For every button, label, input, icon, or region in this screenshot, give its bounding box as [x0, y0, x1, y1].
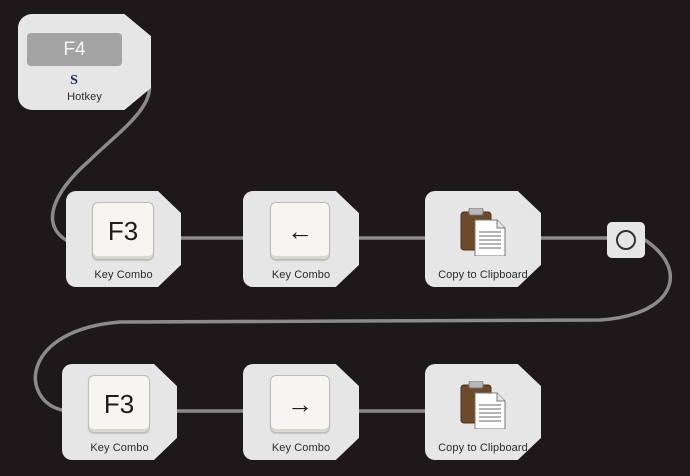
- node-label: Copy to Clipboard: [438, 269, 528, 281]
- wire-port-to-row2: [33, 238, 673, 412]
- node-label: Key Combo: [90, 442, 149, 454]
- key-combo-node[interactable]: F3 Key Combo: [62, 364, 177, 460]
- keycap-f3: F3: [92, 202, 154, 260]
- copy-to-clipboard-node[interactable]: Copy to Clipboard: [425, 364, 541, 460]
- node-label: Key Combo: [271, 269, 331, 281]
- key-combo-node[interactable]: ← Key Combo: [243, 191, 359, 287]
- clipboard-icon: [460, 381, 506, 429]
- hotkey-field[interactable]: F4: [27, 33, 122, 66]
- node-label: Key Combo: [94, 269, 153, 281]
- output-port[interactable]: [607, 222, 645, 258]
- svg-text:S: S: [70, 73, 78, 87]
- keycap-f3: F3: [88, 375, 150, 433]
- key-combo-node[interactable]: → Key Combo: [243, 364, 359, 460]
- node-label: Key Combo: [271, 442, 331, 454]
- clipboard-icon: [460, 208, 506, 256]
- hotkey-trigger-node[interactable]: F4 S Hotkey: [18, 14, 151, 110]
- keyboard-maestro-s-icon: S: [67, 71, 81, 87]
- hotkey-label: Hotkey: [67, 91, 102, 103]
- copy-to-clipboard-node[interactable]: Copy to Clipboard: [425, 191, 541, 287]
- keycap-left-arrow: ←: [270, 202, 330, 260]
- node-label: Copy to Clipboard: [438, 442, 528, 454]
- keycap-right-arrow: →: [270, 375, 330, 433]
- circle-output-icon: [616, 230, 636, 250]
- key-combo-node[interactable]: F3 Key Combo: [66, 191, 181, 287]
- wire-trigger-to-f3: [50, 63, 152, 242]
